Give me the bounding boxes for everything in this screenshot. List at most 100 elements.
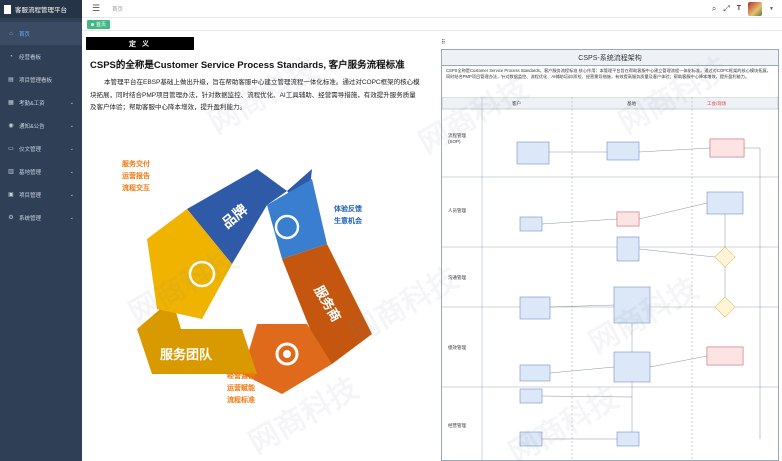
- segment-delivery: [147, 209, 232, 319]
- definition-title: CSPS的全称是Customer Service Process Standar…: [90, 60, 405, 71]
- row-sop: 流程管理(SOP): [448, 132, 466, 144]
- segment-brand: [187, 169, 287, 264]
- tag-label: 首页: [96, 21, 107, 28]
- row-label-line: 绩效管理: [448, 344, 466, 351]
- gear-icon: [275, 342, 299, 366]
- app-title: 客服流程管理平台: [15, 7, 67, 14]
- sidebar-item-label: 项目管理: [19, 192, 42, 199]
- cycle-text-line: 运营报告: [122, 173, 150, 180]
- breadcrumb[interactable]: 首页: [112, 6, 124, 13]
- row-label-line: 流程管理: [448, 132, 466, 139]
- sidebar-item-1[interactable]: ◔ 经营看板: [0, 45, 82, 68]
- dot-icon: [91, 22, 94, 26]
- row-performance: 绩效管理: [448, 344, 466, 351]
- definition-panel: 定 义 CSPS的全称是Customer Service Process Sta…: [82, 31, 432, 461]
- sidebar-item-label: 系统管理: [19, 215, 42, 222]
- header-tools: ⌕ ⤢ T ▼: [711, 1, 782, 16]
- segment-provider: [282, 244, 372, 334]
- sidebar-menu: ⌂ 首页 ◔ 经营看板 ▤ 项目管理看板 ▦ 考勤&工资 ⌄ ◉ 通知&公告 ⌄ ▭ 仪文管理 ⌄ ▥ 基地管理…: [0, 22, 82, 229]
- drag-handle-icon[interactable]: ⠿: [441, 40, 446, 46]
- sidebar-item-label: 考勤&工资: [19, 100, 45, 107]
- flow-alert-boxes: [616, 138, 745, 366]
- flow-boxes: [516, 138, 745, 447]
- cycle-text-line: 运营赋能: [227, 385, 255, 392]
- bell-icon: ◉: [8, 123, 14, 129]
- header: ☰ 首页 ⌕ ⤢ T ▼: [82, 0, 782, 18]
- chevron-down-icon: ⌄: [69, 145, 74, 152]
- calendar-icon: ▦: [8, 100, 14, 106]
- flow-description: CSPS全称是Customer Service Process Standard…: [446, 68, 771, 80]
- sidebar-item-label: 首页: [19, 31, 31, 38]
- sidebar-item-4[interactable]: ◉ 通知&公告 ⌄: [0, 114, 82, 137]
- row-label-line: 沟通管理: [448, 274, 466, 281]
- row-people: 人员管理: [448, 207, 466, 214]
- flow-panel: ⠿ CSPS-系统流程架构 CSPS全称是Customer Service Pr…: [437, 31, 782, 461]
- column-client: 客户: [512, 100, 521, 107]
- column-site: 工会/现场: [707, 100, 727, 107]
- text-right: 体验反馈生意机会: [334, 204, 362, 228]
- gear-icon: ⚙: [8, 215, 14, 221]
- row-business: 经营管理: [448, 422, 466, 429]
- project-icon: ▣: [8, 192, 14, 198]
- sidebar-item-label: 基地管理: [19, 169, 42, 176]
- sidebar-item-label: 通知&公告: [19, 123, 45, 130]
- tag-home[interactable]: 首页: [87, 19, 111, 29]
- sidebar-item-2[interactable]: ▤ 项目管理看板: [0, 68, 82, 91]
- flow-connectors: [541, 147, 761, 440]
- definition-paragraph: 本管理平台在EBSP基础上做出升级，旨在帮助客服中心建立管理流程一体化标准。通过…: [90, 79, 420, 111]
- text-bottom: 经营监督运营赋能流程标准: [227, 371, 255, 407]
- column-base: 基地: [627, 100, 636, 106]
- dashboard-icon: ◔: [9, 53, 13, 60]
- sidebar-item-3[interactable]: ▦ 考勤&工资 ⌄: [0, 91, 82, 114]
- sidebar-item-label: 项目管理看板: [19, 77, 53, 84]
- home-icon: ⌂: [9, 30, 13, 37]
- cloud-icon: [188, 260, 216, 288]
- font-size-icon[interactable]: T: [736, 5, 742, 12]
- cycle-text-line: 服务交付: [122, 161, 150, 168]
- cycle-text-line: 流程交互: [122, 185, 150, 192]
- avatar[interactable]: [748, 1, 763, 16]
- row-label-line: (SOP): [448, 139, 461, 144]
- gear-center-icon: [283, 350, 291, 358]
- cycle-text-line: 经营监督: [227, 373, 255, 380]
- cloud-icon-2: [274, 214, 300, 240]
- chevron-down-icon: ⌄: [69, 191, 74, 198]
- chevron-down-icon: ⌄: [69, 122, 74, 129]
- sidebar-item-label: 经营看板: [19, 54, 42, 61]
- board-icon: ▤: [8, 77, 14, 83]
- brand[interactable]: 客服流程管理平台: [0, 0, 82, 18]
- cycle-text-line: 生意机会: [334, 218, 362, 225]
- sidebar: 客服流程管理平台 ⌂ 首页 ◔ 经营看板 ▤ 项目管理看板 ▦ 考勤&工资 ⌄ ◉ 通知&公告 ⌄ ▭ 仪…: [0, 0, 82, 461]
- cycle-text-line: 体验反馈: [334, 206, 362, 213]
- sidebar-item-6[interactable]: ▥ 基地管理 ⌄: [0, 160, 82, 183]
- search-icon[interactable]: ⌕: [711, 3, 717, 13]
- chevron-down-icon: ⌄: [69, 168, 74, 175]
- doc-icon: ▭: [8, 146, 14, 152]
- definition-label: 定 义: [86, 37, 194, 50]
- cycle-text-line: 流程标准: [227, 397, 255, 404]
- sidebar-item-label: 仪文管理: [19, 146, 42, 153]
- cycle-diagram: 品牌 服务商 服务团队 服务交付运营报告流程交互 体验反馈生意机会 经营监督运营…: [82, 149, 432, 424]
- tags-bar: 首页: [82, 18, 782, 31]
- text-top-left: 服务交付运营报告流程交互: [122, 159, 150, 195]
- fullscreen-icon[interactable]: ⤢: [723, 3, 730, 13]
- flow-lanes: 客户 基地 工会/现场 流程管理(SOP) 人员管理 沟通管理 绩效管理 经营管…: [442, 97, 778, 460]
- flow-diagram: CSPS-系统流程架构 CSPS全称是Customer Service Proc…: [441, 49, 779, 461]
- hamburger-icon[interactable]: ☰: [91, 3, 101, 13]
- sidebar-item-0[interactable]: ⌂ 首页: [0, 22, 82, 45]
- segment-feedback: [267, 179, 327, 259]
- chevron-down-icon[interactable]: ▼: [769, 5, 774, 12]
- segment-supervision: [242, 324, 332, 394]
- sidebar-item-5[interactable]: ▭ 仪文管理 ⌄: [0, 137, 82, 160]
- base-icon: ▥: [8, 169, 14, 175]
- cycle-graphic: 品牌 服务商 服务团队: [137, 169, 372, 394]
- sidebar-item-8[interactable]: ⚙系统管理⌄: [0, 206, 82, 229]
- sidebar-item-7[interactable]: ▣ 项目管理 ⌄: [0, 183, 82, 206]
- chevron-down-icon: ⌄: [69, 99, 74, 106]
- row-label-line: 人员管理: [448, 207, 466, 214]
- flow-decisions: [714, 246, 736, 318]
- row-label-line: 经营管理: [448, 422, 466, 429]
- flow-title: CSPS-系统流程架构: [442, 50, 778, 66]
- logo-icon: [4, 4, 11, 14]
- row-communication: 沟通管理: [448, 274, 466, 281]
